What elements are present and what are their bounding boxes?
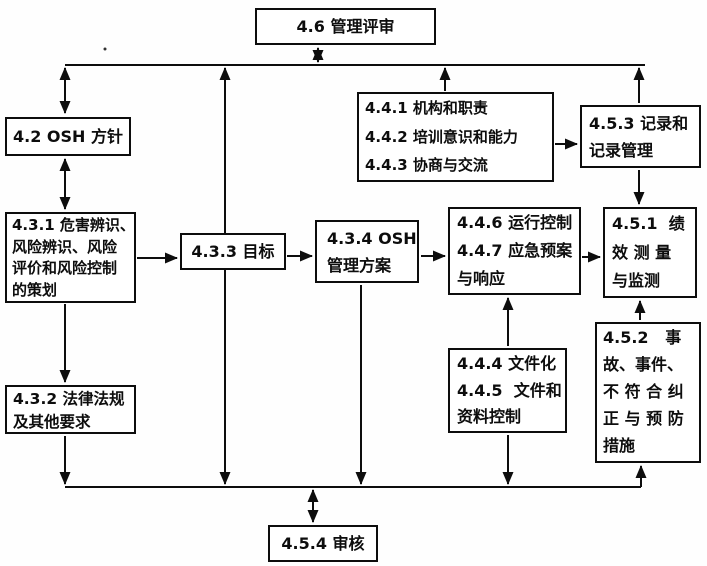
node-4-5-4-audit: 4.5.4 审核 (268, 525, 378, 562)
node-4-6-management-review: 4.6 管理评审 (255, 8, 436, 45)
node-4-2-osh-policy: 4.2 OSH 方针 (5, 117, 131, 156)
node-4-3-1-hazard-identification-planning: 4.3.1 危害辨识、 风险辨识、风险 评价和风险控制 的策划 (5, 212, 136, 303)
node-4-3-2-legal-other-requirements: 4.3.2 法律法规 及其他要求 (5, 385, 136, 434)
node-4-3-4-osh-management-program: 4.3.4 OSH 管理方案 (315, 220, 419, 283)
node-4-5-1-performance-measurement-monitoring: 4.5.1 绩 效 测 量 与监测 (603, 207, 697, 298)
node-4-3-3-objectives: 4.3.3 目标 (180, 233, 286, 270)
node-4-4-1-to-4-4-3-structure-training-communication: 4.4.1 机构和职责 4.4.2 培训意识和能力 4.4.3 协商与交流 (357, 92, 554, 182)
ink-speck (103, 47, 107, 51)
node-4-4-4-4-4-5-documentation-document-control: 4.4.4 文件化 4.4.5 文件和 资料控制 (448, 348, 567, 433)
node-4-5-3-records-management: 4.5.3 记录和 记录管理 (580, 105, 701, 168)
node-4-4-6-4-4-7-operational-control-emergency: 4.4.6 运行控制 4.4.7 应急预案 与响应 (448, 207, 581, 295)
node-4-5-2-accidents-nonconformance-corrective-preventive: 4.5.2 事 故、事件、 不 符 合 纠 正 与 预 防 措施 (595, 322, 701, 463)
